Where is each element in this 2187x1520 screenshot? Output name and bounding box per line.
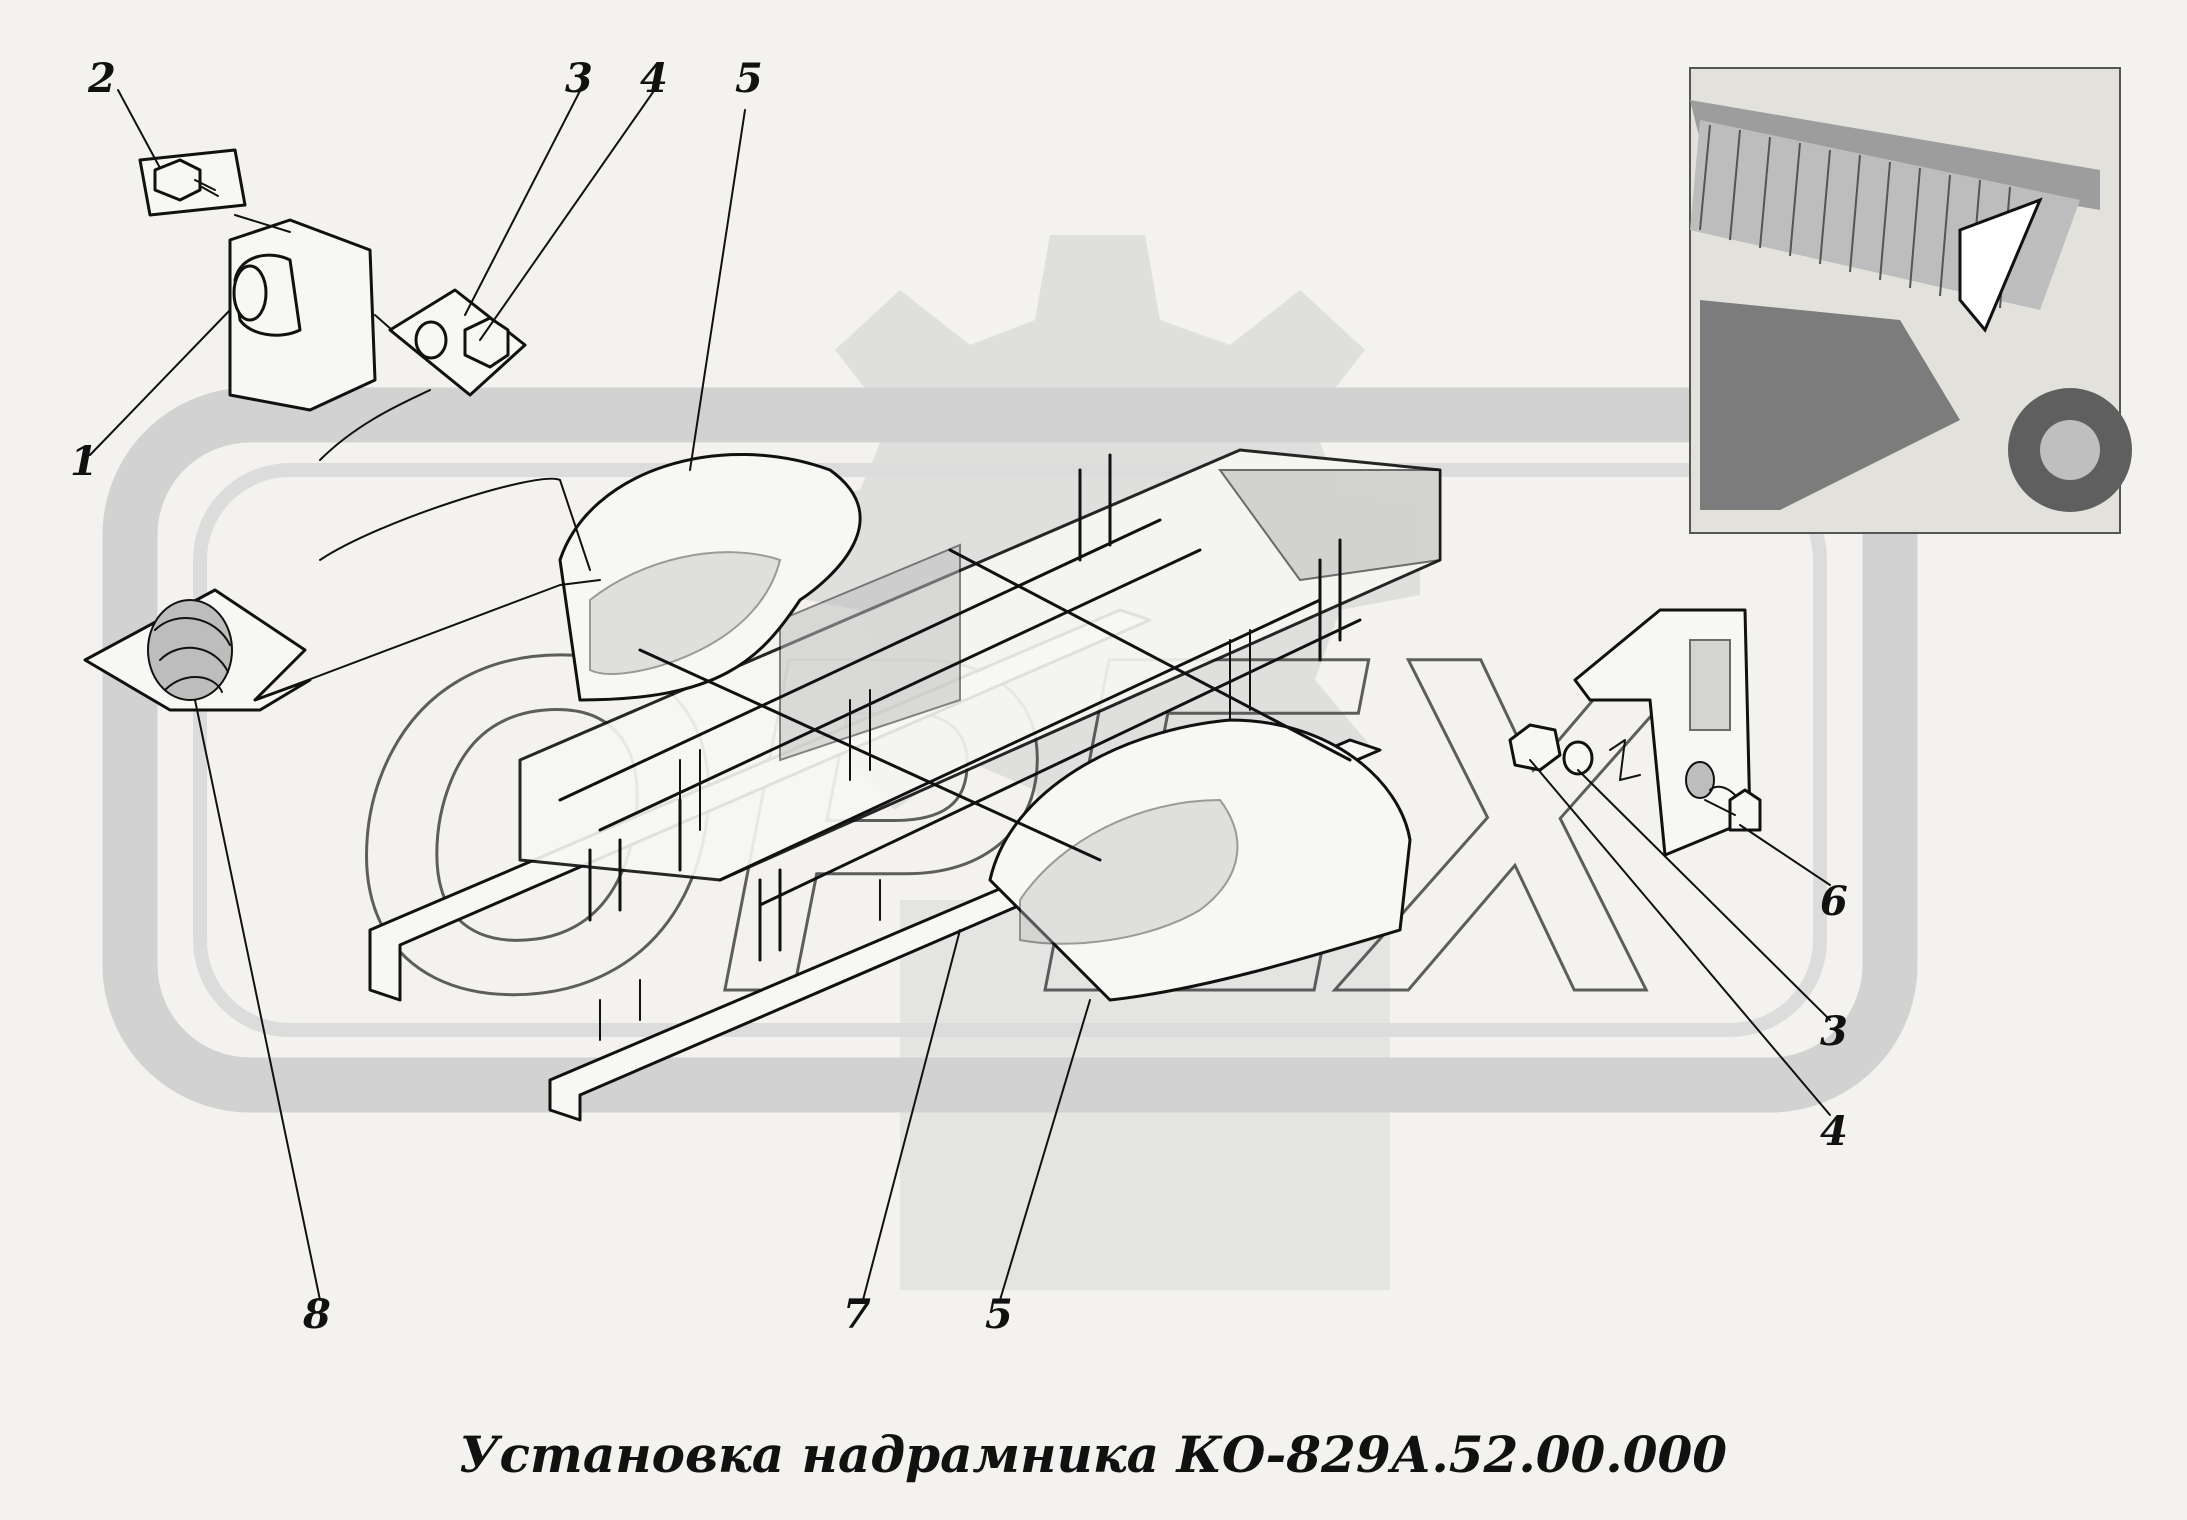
callout-1: 1 [70,438,98,485]
callout-5-bottom: 5 [985,1291,1013,1338]
callout-6: 6 [1820,878,1848,925]
callout-2: 2 [87,55,116,102]
photo-inset [1689,67,2132,534]
callout-3-top: 3 [565,55,593,102]
leader-lines [89,84,1831,1301]
callout-numbers: 1 2 3 4 5 6 3 4 8 7 5 [70,55,1848,1338]
callout-8: 8 [302,1291,331,1338]
drawing-title: Установка надрамника КО-829А.52.00.000 [459,1425,1727,1484]
fender-rear-right [988,718,1412,1002]
detail-bumper [83,389,601,712]
nut-hex [463,316,510,369]
nut-hex-2 [1508,723,1562,772]
callout-4-top: 4 [640,55,668,102]
callout-4-right: 4 [1820,1108,1848,1155]
fender-rear-left [558,452,862,702]
detail-bracket [1508,608,1762,857]
callout-5-top: 5 [735,55,763,102]
detail-clamp [138,148,527,412]
callout-7: 7 [843,1291,871,1338]
bolt-hex [153,158,202,202]
callout-3-right: 3 [1820,1008,1848,1055]
bolt-6 [1728,788,1762,832]
subframe-assembly [368,448,1442,1122]
